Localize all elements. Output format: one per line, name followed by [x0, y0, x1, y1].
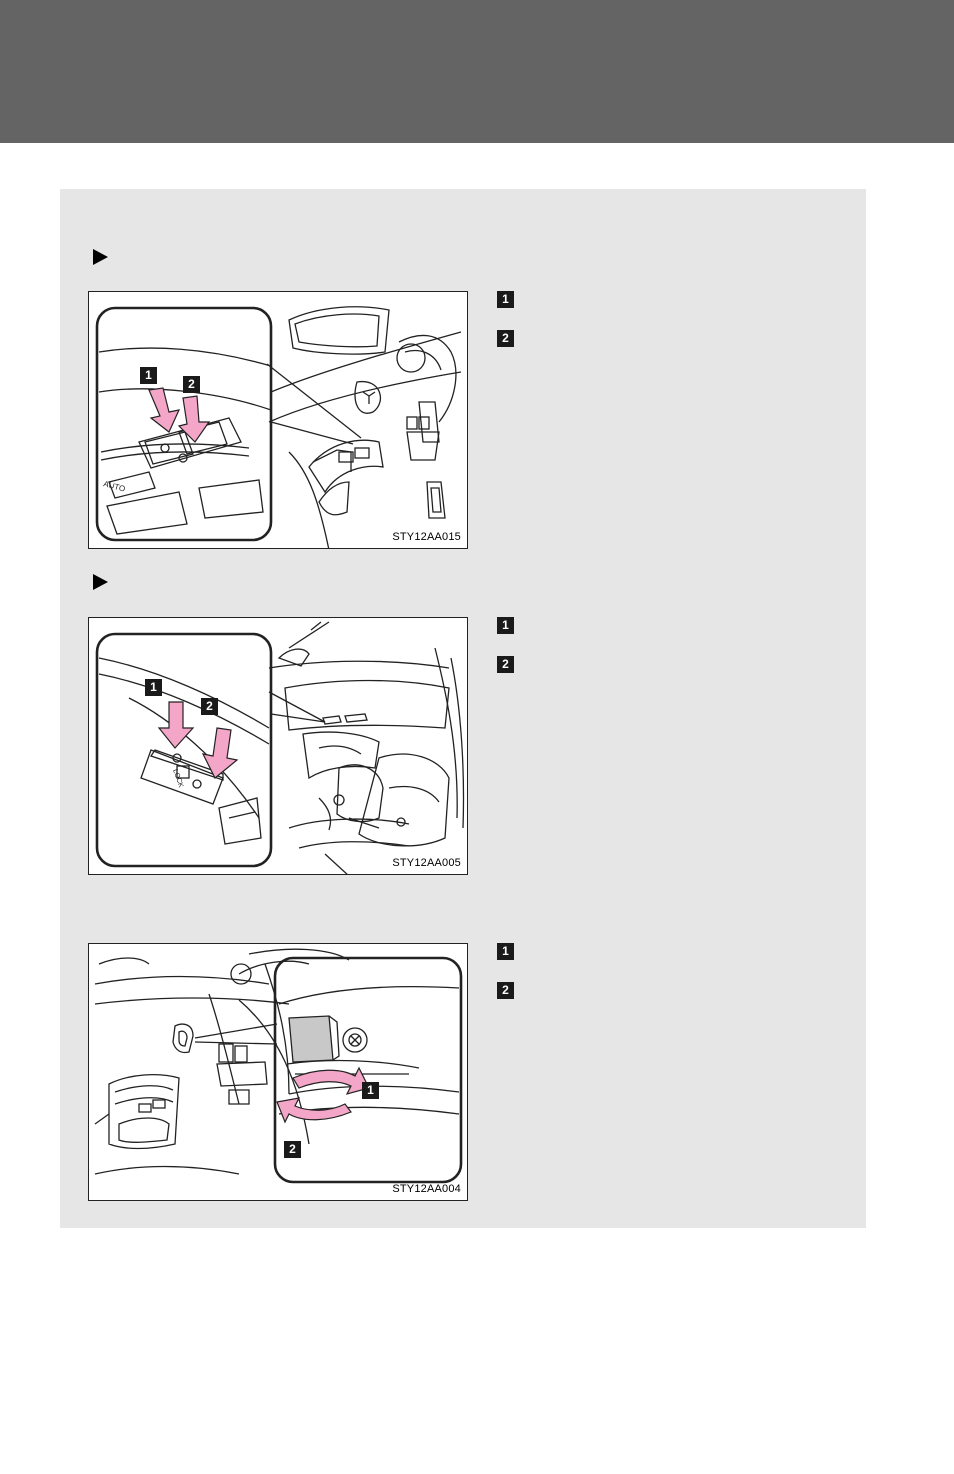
figure-2-callout-1: 1 [145, 679, 162, 696]
lock-switch-text: LOCK [171, 768, 184, 789]
figure-2: LOCK 1 2 STY12AA005 [88, 617, 468, 875]
figure-1-callout-1: 1 [140, 367, 157, 384]
figure-1-callout-2: 2 [183, 376, 200, 393]
legend-2-1: 1 [497, 617, 514, 634]
figure-2-code: STY12AA005 [392, 857, 461, 869]
figure-2-illustration: LOCK [95, 621, 465, 874]
section-2-bullet-icon [93, 574, 108, 590]
auto-switch-text: AUTO [102, 479, 126, 493]
figure-2-callout-2: 2 [201, 698, 218, 715]
figure-3-illustration [94, 948, 463, 1184]
legend-3-2: 2 [497, 982, 514, 999]
header-band [0, 0, 954, 143]
content-panel: AUTO 1 2 STY12AA015 1 2 [60, 189, 866, 1228]
legend-2-2: 2 [497, 656, 514, 673]
figure-1-illustration: AUTO [95, 306, 462, 548]
figure-1: AUTO 1 2 STY12AA015 [88, 291, 468, 549]
section-1-bullet-icon [93, 249, 108, 265]
figure-3-code: STY12AA004 [392, 1183, 461, 1195]
figure-3-callout-2: 2 [284, 1141, 301, 1158]
legend-3-1: 1 [497, 943, 514, 960]
figure-3-callout-1: 1 [362, 1082, 379, 1099]
legend-1-1: 1 [497, 291, 514, 308]
figure-1-code: STY12AA015 [392, 531, 461, 543]
legend-1-2: 2 [497, 330, 514, 347]
figure-3: 1 2 STY12AA004 [88, 943, 468, 1201]
